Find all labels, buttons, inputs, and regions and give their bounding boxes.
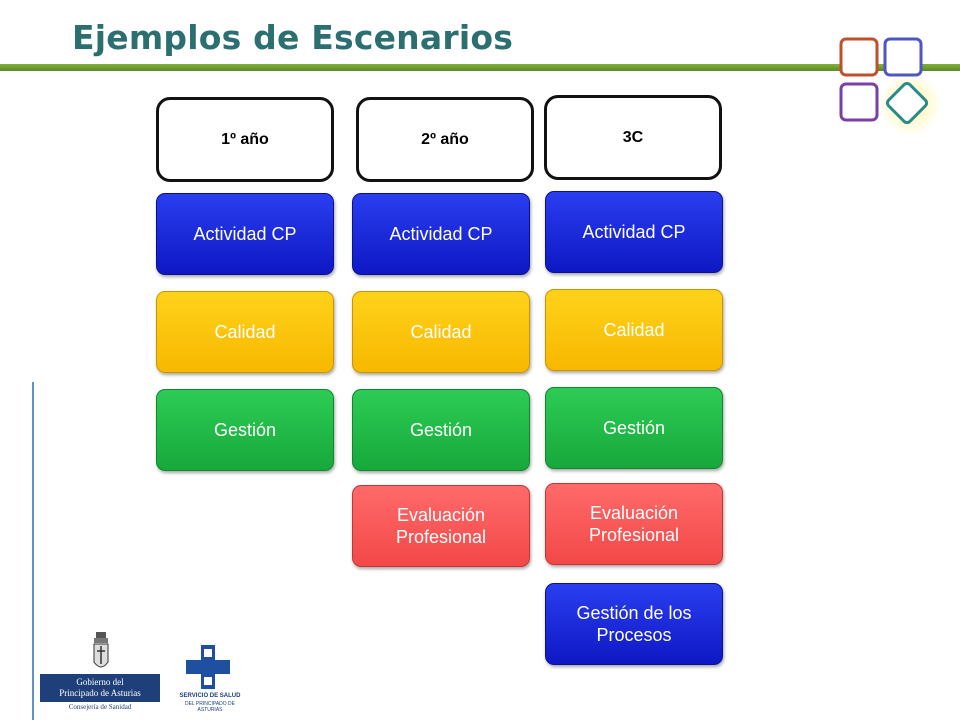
box-actividad-cp-1: Actividad CP — [156, 193, 334, 275]
gobierno-line2: Principado de Asturias — [59, 688, 141, 698]
gobierno-band: Gobierno del Principado de Asturias — [40, 674, 160, 702]
coat-of-arms-icon — [93, 632, 109, 668]
gobierno-line3: Consejería de Sanidad — [68, 703, 132, 711]
column-header-3: 3C — [544, 95, 722, 180]
box-evaluacion-profesional-3: Evaluación Profesional — [545, 483, 723, 565]
sespa-line2: DEL PRINCIPADO DE ASTURIAS — [184, 701, 235, 713]
box-gestion-procesos-3: Gestión de los Procesos — [545, 583, 723, 665]
title-rule — [0, 64, 960, 71]
box-calidad-2: Calidad — [352, 291, 530, 373]
decorative-squares-icon — [839, 37, 942, 136]
page-title: Ejemplos de Escenarios — [72, 18, 514, 57]
vertical-rule — [32, 382, 34, 720]
sespa-logo: SERVICIO DE SALUD DEL PRINCIPADO DE ASTU… — [172, 645, 248, 715]
gobierno-asturias-logo: Gobierno del Principado de Asturias Cons… — [40, 632, 162, 714]
box-gestion-1: Gestión — [156, 389, 334, 471]
box-calidad-3: Calidad — [545, 289, 723, 371]
box-gestion-3: Gestión — [545, 387, 723, 469]
box-evaluacion-profesional-2: Evaluación Profesional — [352, 485, 530, 567]
column-header-2: 2º año — [356, 97, 534, 182]
gobierno-line1: Gobierno del — [76, 677, 124, 687]
sespa-line1: SERVICIO DE SALUD — [179, 693, 241, 699]
box-calidad-1: Calidad — [156, 291, 334, 373]
column-header-1: 1º año — [156, 97, 334, 182]
box-actividad-cp-3: Actividad CP — [545, 191, 723, 273]
box-gestion-2: Gestión — [352, 389, 530, 471]
box-actividad-cp-2: Actividad CP — [352, 193, 530, 275]
health-cross-icon — [186, 645, 230, 689]
